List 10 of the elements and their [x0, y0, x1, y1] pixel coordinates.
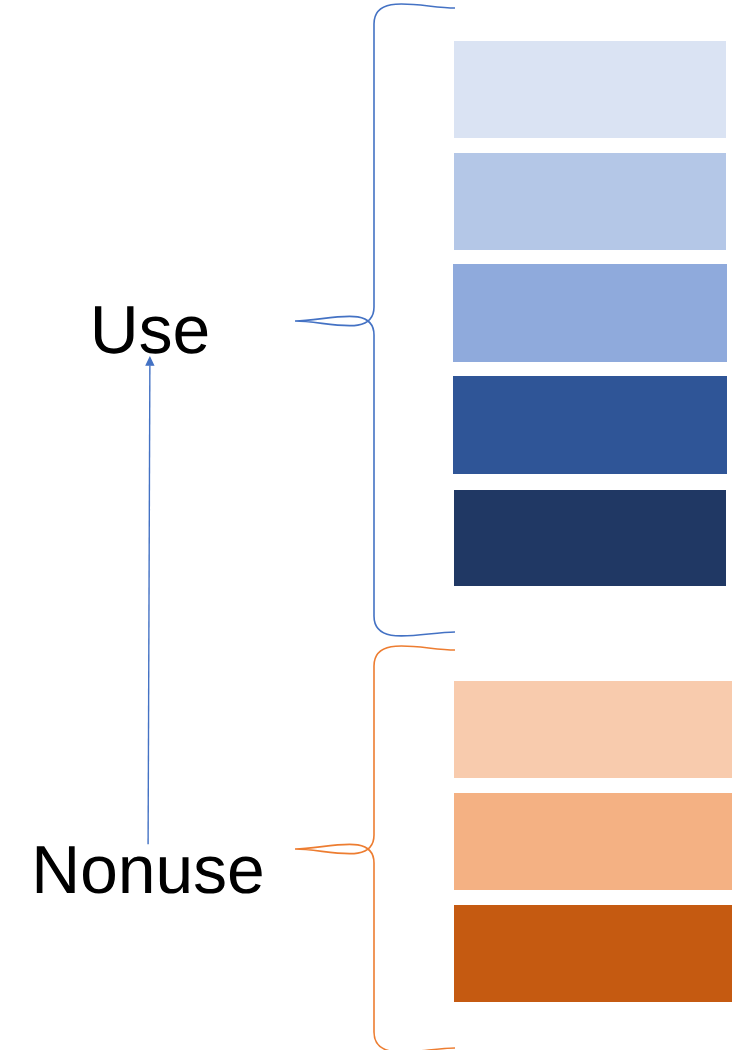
color-bar — [454, 793, 732, 890]
color-bar — [453, 264, 727, 362]
node-label: Nonuse — [36, 846, 262, 894]
color-bar — [454, 153, 726, 250]
color-bar — [454, 490, 726, 586]
color-bar — [454, 681, 732, 778]
color-bar — [454, 905, 732, 1002]
color-bar — [453, 376, 727, 474]
color-bar — [454, 41, 726, 138]
node-label: Use — [95, 306, 208, 354]
